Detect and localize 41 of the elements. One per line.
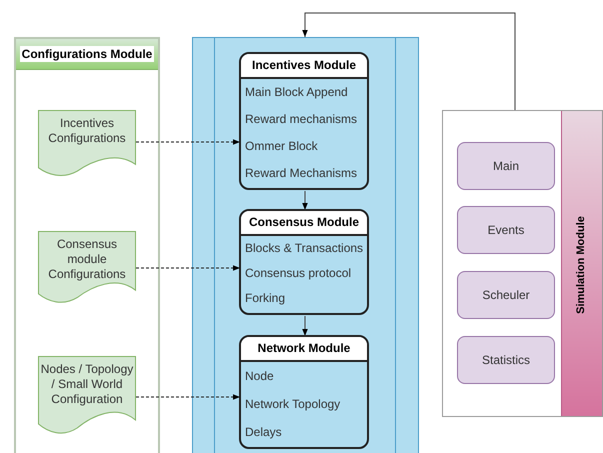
list-item: Reward mechanisms: [244, 111, 358, 128]
panel-title: Simulation Module: [574, 216, 587, 314]
module-title: Incentives Module: [241, 54, 367, 79]
list-item: Ommer Block: [244, 138, 319, 155]
list-item: Reward Mechanisms: [244, 165, 358, 182]
arrow: [136, 394, 240, 400]
list-item: Network Topology: [244, 396, 342, 413]
process-box: [457, 142, 555, 190]
document-shape: [38, 356, 136, 436]
module-card: [239, 209, 369, 315]
document-shape: [38, 231, 136, 305]
list-item: Node: [244, 368, 275, 385]
process-box: [457, 271, 555, 319]
arrow: [136, 265, 240, 271]
swimlane-panel: [14, 37, 160, 453]
document-label: Consensus module Configurations: [47, 237, 127, 282]
box-label: Statistics: [482, 353, 530, 367]
document-shape: [38, 110, 136, 178]
process-box: [457, 206, 555, 254]
arrow: [302, 12, 516, 110]
module-title: Consensus Module: [241, 211, 367, 236]
process-box: [457, 336, 555, 384]
pool-panel: [192, 37, 419, 453]
list-item: Consensus protocol: [244, 265, 352, 282]
list-item: Delays: [244, 424, 283, 441]
module-card: [239, 52, 369, 190]
list-item: Main Block Append: [244, 84, 349, 101]
arrow: [302, 316, 308, 336]
simulation-panel: [442, 110, 603, 417]
panel-title: Configurations Module: [20, 46, 154, 62]
arrow: [302, 190, 308, 210]
list-item: Forking: [244, 290, 286, 307]
module-title: Network Module: [241, 337, 367, 362]
module-card: [239, 335, 369, 449]
document-label: Incentives Configurations: [47, 116, 127, 146]
box-label: Events: [488, 223, 524, 237]
box-label: Scheuler: [482, 288, 530, 302]
document-label: Nodes / Topology / Small World Configuration: [40, 362, 134, 407]
box-label: Main: [492, 159, 519, 173]
list-item: Blocks & Transactions: [244, 240, 364, 257]
arrow: [136, 139, 240, 145]
